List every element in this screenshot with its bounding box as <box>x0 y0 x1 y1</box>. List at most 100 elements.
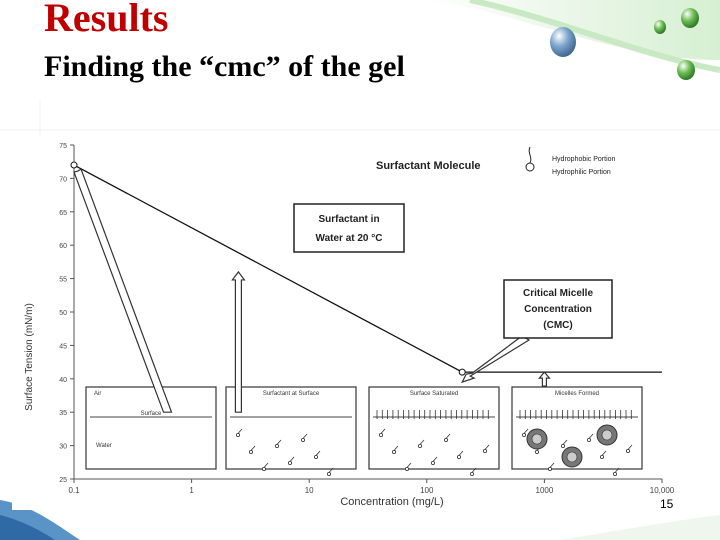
annotation-surfactant-line1: Surfactant in <box>318 214 379 225</box>
surfactant-molecule <box>482 448 487 453</box>
surfactant-molecule <box>456 454 461 459</box>
annotation-cmc-line3: (CMC) <box>543 320 572 331</box>
micelle-core <box>566 451 578 463</box>
surfactant-tail <box>393 445 399 451</box>
x-tick-label: 1 <box>189 486 194 495</box>
arrow-surfactant <box>231 270 246 413</box>
surfactant-molecule <box>261 466 266 471</box>
surfactant-molecule <box>417 443 422 448</box>
annotation-cmc-line1: Critical Micelle <box>523 288 593 299</box>
surfactant-tail <box>380 428 386 434</box>
surfactant-tail <box>289 456 295 462</box>
arrow-cmc <box>461 335 531 384</box>
surfactant-molecule <box>391 449 396 454</box>
y-tick-label: 65 <box>59 210 67 217</box>
inset-title: Surfactant at Surface <box>263 391 320 397</box>
surfactant-molecule <box>521 432 526 437</box>
legend-item-hydrophobic: Hydrophobic Portion <box>552 156 616 163</box>
x-tick-label: 10 <box>305 486 314 495</box>
surfactant-molecule <box>274 443 279 448</box>
surfactant-molecule <box>235 432 240 437</box>
inset-title: Micelles Formed <box>555 391 599 397</box>
inset-title: Air <box>94 391 101 397</box>
surfactant-molecule <box>443 437 448 442</box>
inset-water-label: Water <box>96 443 112 449</box>
annotation-surfactant-box: Surfactant in Water at 20 °C <box>293 203 405 253</box>
micelle-core <box>601 429 613 441</box>
surfactant-molecule <box>613 471 618 476</box>
y-tick-label: 40 <box>59 377 67 384</box>
legend: Surfactant Molecule Hydrophobic Portion … <box>376 146 616 176</box>
surfactant-tail <box>302 433 308 439</box>
water-drop-icons <box>550 8 699 80</box>
surfactant-molecule <box>378 432 383 437</box>
data-point-cmc <box>458 368 466 376</box>
x-tick-label: 0.1 <box>68 486 80 495</box>
bottom-wave-decoration <box>0 500 720 540</box>
surfactant-tail <box>263 462 269 468</box>
surfactant-molecule <box>626 448 631 453</box>
legend-tail-icon <box>528 146 532 164</box>
y-axis-label: Surface Tension (mN/m) <box>24 303 35 411</box>
page-number: 15 <box>660 497 674 511</box>
micelle-core <box>531 433 543 445</box>
x-axis-label: Concentration (mg/L) <box>340 496 443 508</box>
surfactant-molecule <box>430 460 435 465</box>
slide-title: Results <box>44 0 169 40</box>
y-tick-label: 75 <box>59 143 67 150</box>
surfactant-tail <box>315 450 321 456</box>
legend-title: Surfactant Molecule <box>376 160 481 172</box>
inset-title: Surface Saturated <box>410 391 458 397</box>
inset-frame <box>368 386 500 470</box>
surfactant-molecule <box>548 466 553 471</box>
annotation-cmc-box: Critical Micelle Concentration (CMC) <box>503 279 613 339</box>
surfactant-tail <box>250 445 256 451</box>
surfactant-tail <box>419 439 425 445</box>
legend-molecule-icon <box>525 162 535 172</box>
surfactant-molecule <box>287 460 292 465</box>
surfactant-tail <box>614 467 620 473</box>
data-point-start <box>70 161 78 169</box>
y-tick-label: 70 <box>59 176 67 183</box>
surfactant-tail <box>458 450 464 456</box>
surfactant-molecule <box>248 449 253 454</box>
y-tick-label: 35 <box>59 410 67 417</box>
inset-surface-label: Surface <box>141 411 162 417</box>
surfactant-molecule <box>404 466 409 471</box>
surfactant-tail <box>562 439 568 445</box>
x-ticks: 0.1 1 10 100 1000 10,000 <box>68 479 675 495</box>
inset-panel: Surface Saturated <box>368 386 500 476</box>
surfactant-molecule <box>300 437 305 442</box>
inset-panel: Surfactant at Surface <box>225 386 357 476</box>
legend-item-hydrophilic: Hydrophilic Portion <box>552 169 611 176</box>
arrow-micelle <box>538 371 551 387</box>
annotation-arrows <box>73 168 551 413</box>
inset-frame <box>225 386 357 470</box>
surfactant-tail <box>276 439 282 445</box>
x-tick-label: 100 <box>420 486 434 495</box>
y-tick-label: 25 <box>59 477 67 484</box>
inset-frame <box>85 386 217 470</box>
surfactant-tail <box>484 444 490 450</box>
y-tick-label: 55 <box>59 277 67 284</box>
surfactant-tail <box>601 450 607 456</box>
surfactant-molecule <box>561 443 566 448</box>
y-tick-label: 45 <box>59 343 67 350</box>
y-tick-label: 60 <box>59 243 67 250</box>
x-tick-label: 10,000 <box>650 486 675 495</box>
surfactant-tail <box>471 467 477 473</box>
annotation-surfactant-line2: Water at 20 °C <box>316 233 383 244</box>
surfactant-tail <box>588 433 594 439</box>
x-tick-label: 1000 <box>536 486 554 495</box>
surfactant-tail <box>432 456 438 462</box>
inset-panel: Micelles Formed <box>511 386 643 476</box>
surfactant-molecule <box>600 454 605 459</box>
surfactant-tail <box>445 433 451 439</box>
surfactant-molecule <box>326 471 331 476</box>
surfactant-tail <box>328 467 334 473</box>
annotation-cmc-line2: Concentration <box>524 304 592 315</box>
arrow-air <box>73 168 173 413</box>
